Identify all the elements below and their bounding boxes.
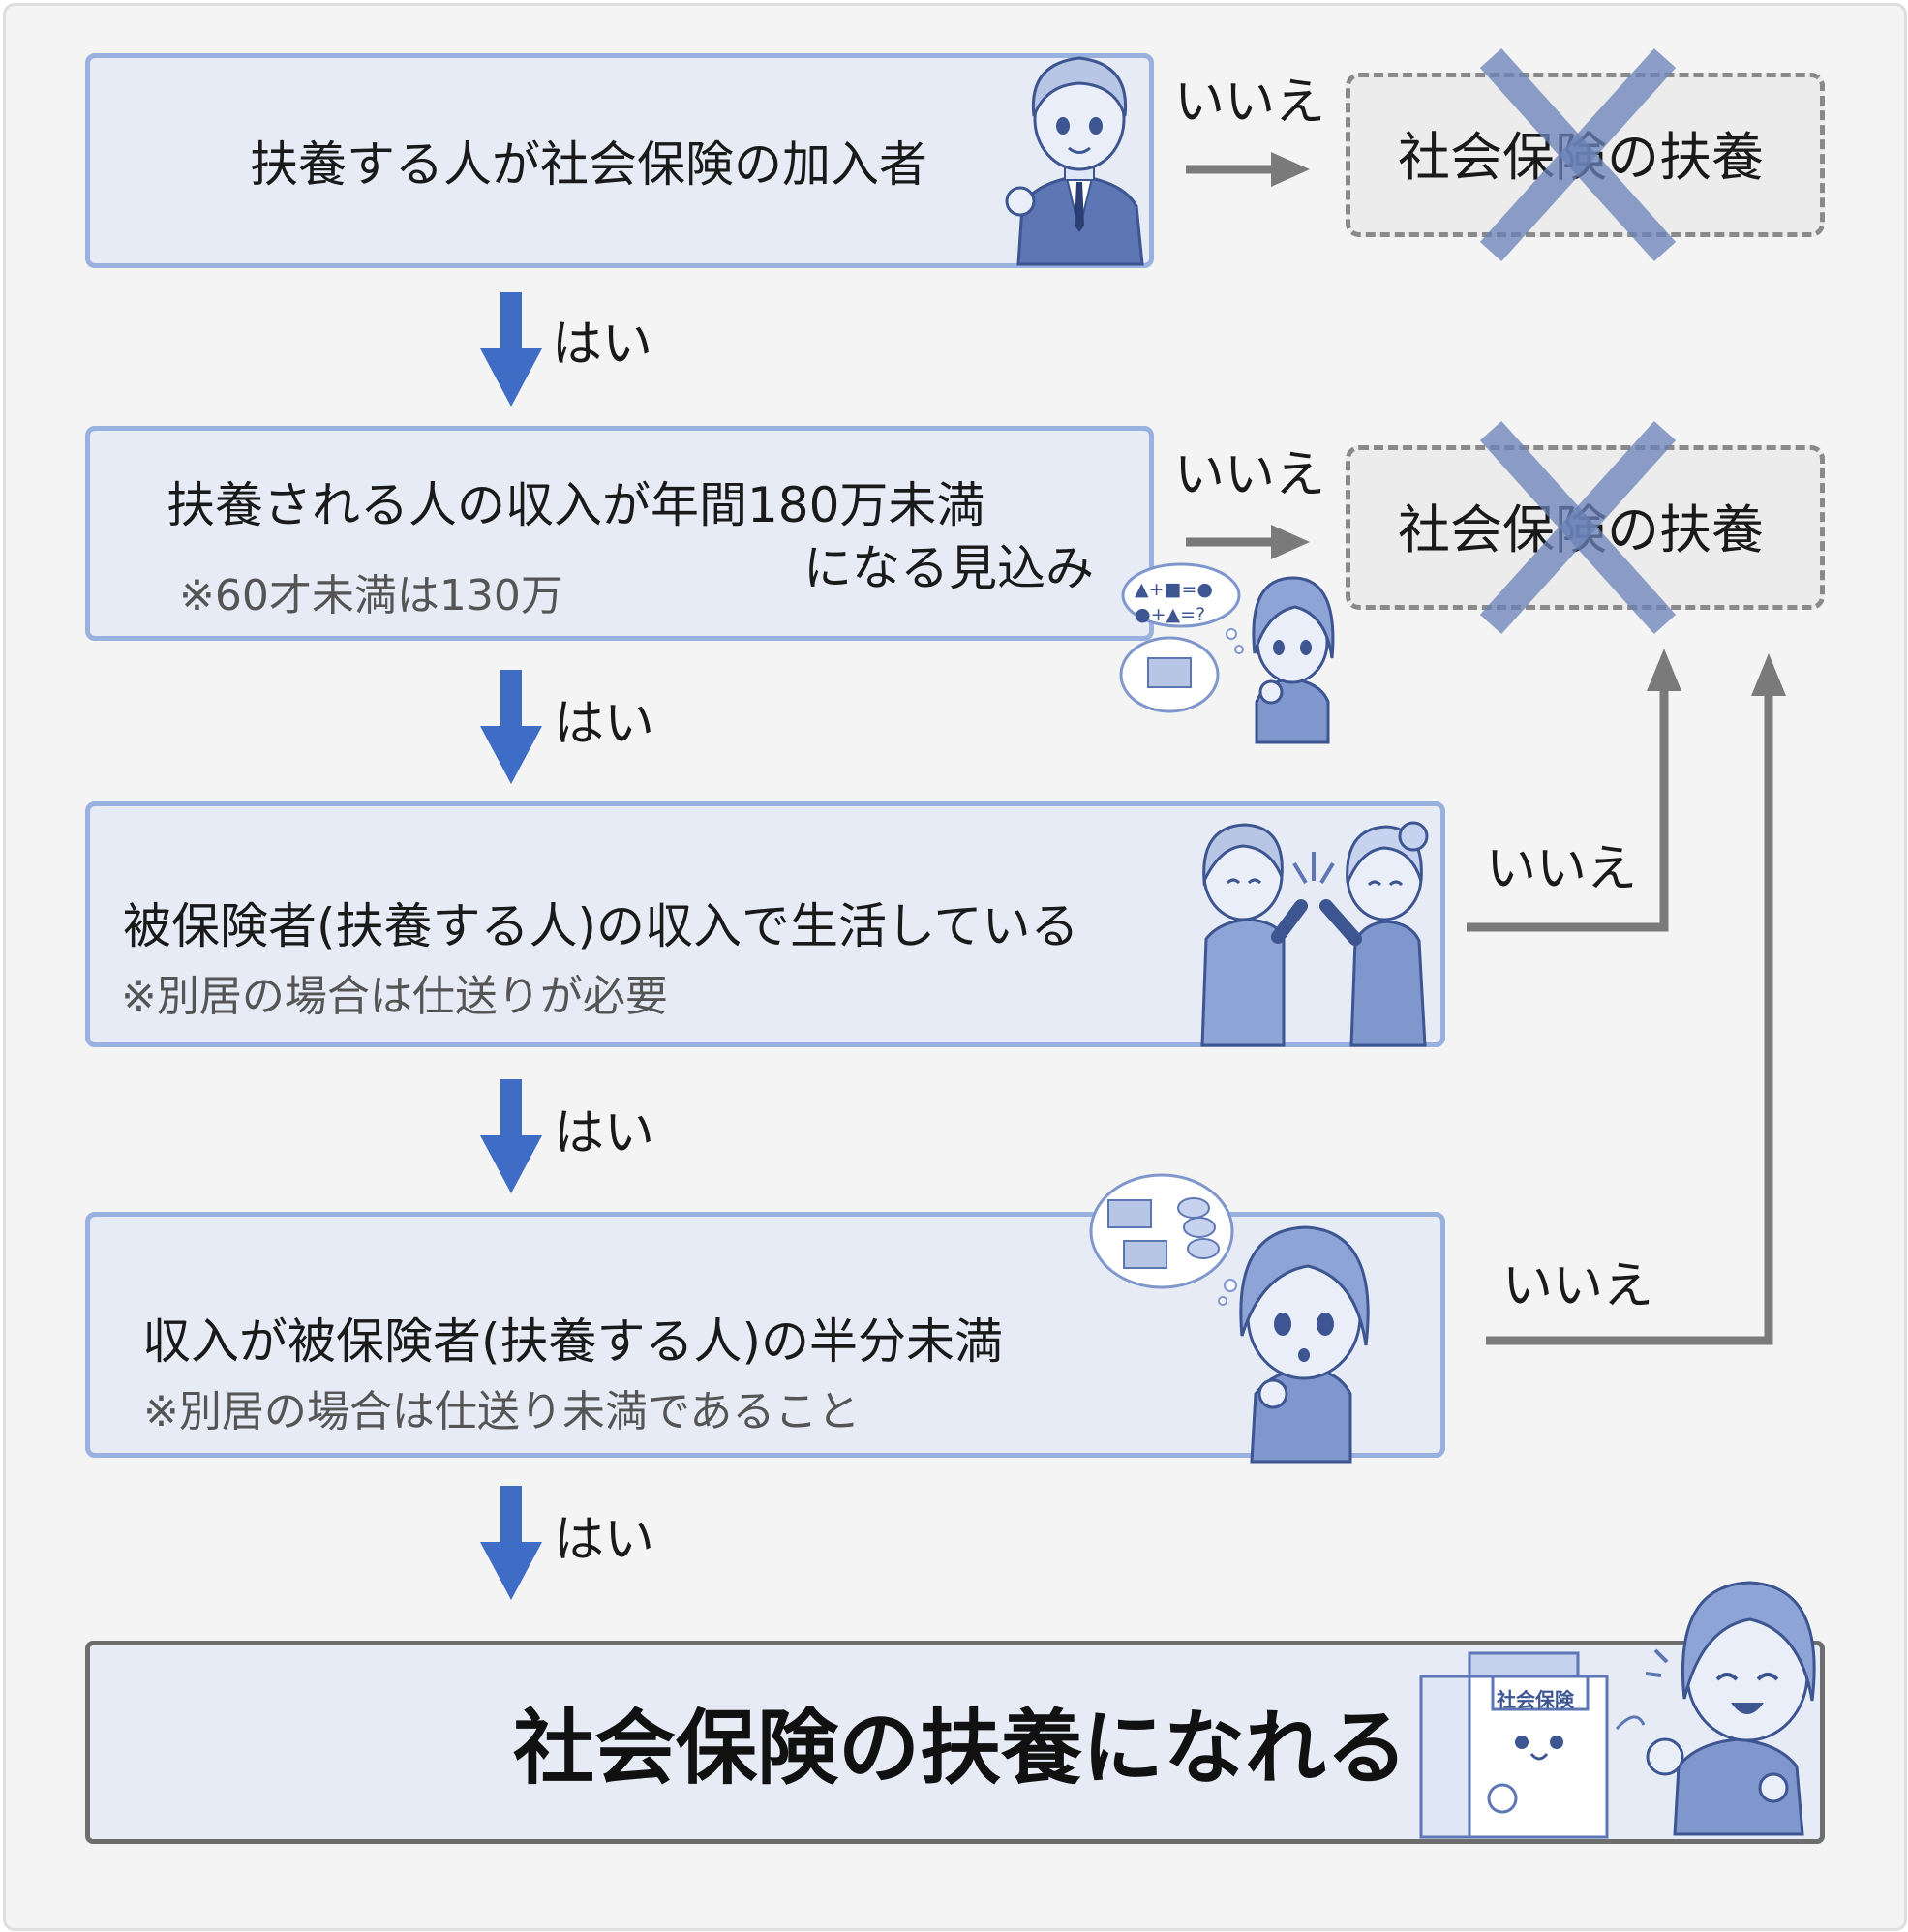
step-3-text: 被保険者(扶養する人)の収入で生活している	[123, 898, 1079, 954]
no-arrow-2	[1186, 525, 1310, 559]
no-arrow-1	[1186, 152, 1310, 187]
math-thought-bubble-text: ▲+■=● ●+▲=?	[1135, 579, 1213, 625]
step-2-yes-label: はい	[554, 695, 655, 753]
step-2-no-label: いいえ	[1174, 446, 1326, 504]
couple-highfive-illustration	[1200, 821, 1429, 1047]
yes-arrow-1	[480, 292, 542, 407]
step-2-box	[85, 426, 1154, 641]
step-3-no-label: いいえ	[1486, 840, 1638, 898]
step-4-note: ※別居の場合は仕送り未満であること	[143, 1387, 861, 1436]
businessman-illustration	[1005, 56, 1144, 266]
step-3-yes-label: はい	[554, 1104, 655, 1162]
cross-icon	[1479, 420, 1677, 635]
step-1-yes-label: はい	[552, 316, 653, 374]
step-1-text: 扶養する人が社会保険の加入者	[250, 136, 927, 193]
result-text: 社会保険の扶養になれる	[513, 1701, 1408, 1796]
woman-money-thought-illustration	[1089, 1173, 1370, 1464]
thinking-woman-illustration	[1119, 562, 1335, 744]
step-2-text-line2: になる見込み	[803, 540, 1094, 596]
step-4-text: 収入が被保険者(扶養する人)の半分未満	[142, 1313, 1004, 1370]
happy-woman-illustration	[1645, 1581, 1816, 1836]
yes-arrow-4	[480, 1486, 542, 1600]
step-2-text-line1: 扶養される人の収入が年間180万未満	[167, 477, 985, 533]
no-arrow-4	[1486, 653, 1786, 1345]
step-1-no-label: いいえ	[1174, 74, 1326, 132]
no-arrow-3	[1467, 649, 1681, 932]
step-2-note: ※60才未満は130万	[179, 571, 563, 620]
step-4-no-label: いいえ	[1502, 1257, 1654, 1315]
yes-arrow-3	[480, 1079, 542, 1193]
insurance-building-illustration	[1419, 1651, 1646, 1839]
yes-arrow-2	[480, 670, 542, 784]
building-sign-text: 社会保険	[1497, 1688, 1574, 1711]
step-1-box	[85, 53, 1154, 268]
step-3-note: ※別居の場合は仕送りが必要	[121, 972, 668, 1021]
cross-icon	[1479, 47, 1677, 262]
step-4-yes-label: はい	[554, 1511, 655, 1569]
